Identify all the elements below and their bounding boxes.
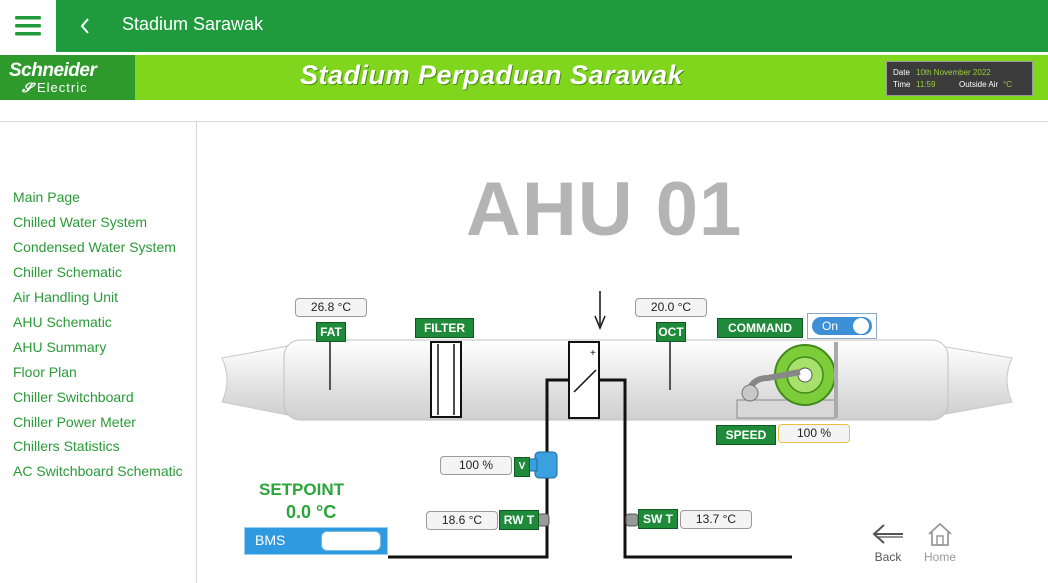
schneider-logo: Schneider 𝓢 Electric [0, 55, 135, 100]
top-bar [0, 0, 1048, 52]
duct-outlet [939, 345, 1013, 416]
setpoint-label: SETPOINT [259, 480, 345, 499]
time-label: Time [893, 80, 911, 89]
back-label: Back [874, 550, 902, 564]
banner-divider [0, 52, 1048, 55]
nav-item-ahu-schematic[interactable]: AHU Schematic [13, 314, 112, 330]
back-arrow-button[interactable] [72, 12, 98, 40]
fan-base [736, 399, 836, 419]
filter-unit [430, 341, 462, 418]
sidebar-divider [196, 122, 197, 583]
nav-item-floor-plan[interactable]: Floor Plan [13, 364, 77, 380]
nav-item-chilled-water-system[interactable]: Chilled Water System [13, 214, 148, 230]
time-value: 11:59 [916, 80, 936, 89]
command-state: On [822, 319, 839, 333]
bms-button[interactable]: BMS [244, 527, 388, 555]
outside-air-label: Outside Air [959, 80, 999, 89]
speed-tag: SPEED [716, 425, 776, 445]
command-tag: COMMAND [717, 318, 803, 338]
nav-item-condensed-water-system[interactable]: Condensed Water System [13, 239, 176, 255]
duct-inlet [221, 345, 289, 416]
bms-label: BMS [255, 532, 286, 548]
oct-tag: OCT [656, 322, 686, 342]
nav-item-ac-switchboard-schematic[interactable]: AC Switchboard Schematic [13, 463, 183, 479]
nav-item-main-page[interactable]: Main Page [13, 189, 80, 205]
banner-title: Stadium Perpaduan Sarawak [300, 60, 684, 90]
logo-mark-icon: 𝓢 [22, 80, 33, 95]
rwt-readout: 18.6 °C [426, 511, 498, 530]
rwt-tag: RW T [499, 510, 539, 530]
nav-item-air-handling-unit[interactable]: Air Handling Unit [13, 289, 119, 305]
command-toggle[interactable]: On [807, 313, 877, 339]
fat-readout: 26.8 °C [295, 298, 367, 317]
home-nav-button[interactable]: Home [920, 521, 960, 564]
home-label: Home [923, 550, 956, 564]
swt-readout: 13.7 °C [680, 510, 752, 529]
bms-input[interactable] [321, 531, 381, 551]
svg-text:+: + [590, 348, 596, 359]
setpoint-value: 0.0 °C [286, 502, 337, 522]
date-label: Date [893, 68, 910, 77]
arrow-left-icon [872, 524, 903, 544]
fat-tag: FAT [316, 322, 346, 342]
return-water-pipe [545, 378, 569, 418]
nav-item-chiller-schematic[interactable]: Chiller Schematic [13, 264, 122, 280]
date-value: 10th November 2022 [916, 68, 991, 77]
nav-item-chiller-switchboard[interactable]: Chiller Switchboard [13, 389, 134, 405]
ahu-title: AHU 01 [466, 167, 743, 252]
swt-tag: SW T [638, 509, 678, 529]
nav-item-chillers-statistics[interactable]: Chillers Statistics [13, 438, 120, 454]
banner [0, 55, 1048, 100]
outside-air-unit: °C [1003, 80, 1012, 89]
control-valve [534, 451, 558, 479]
valve-readout: 100 % [440, 456, 512, 475]
nav-item-chiller-power-meter[interactable]: Chiller Power Meter [13, 414, 136, 430]
back-nav-button[interactable]: Back [868, 521, 908, 564]
supply-water-pipe [599, 378, 792, 559]
speed-readout: 100 % [778, 424, 850, 443]
nav-item-ahu-summary[interactable]: AHU Summary [13, 339, 107, 355]
info-box: Date 10th November 2022 Time 11:59 Outsi… [886, 61, 1033, 96]
menu-icon [15, 16, 41, 36]
content-divider [0, 121, 1048, 122]
home-icon [928, 522, 952, 546]
hamburger-menu-button[interactable] [0, 0, 56, 52]
filter-tag: FILTER [415, 318, 474, 338]
chevron-left-icon [80, 18, 89, 34]
app-title: Stadium Sarawak [122, 14, 264, 34]
valve-tag: V [514, 457, 530, 477]
oct-readout: 20.0 °C [635, 298, 707, 317]
